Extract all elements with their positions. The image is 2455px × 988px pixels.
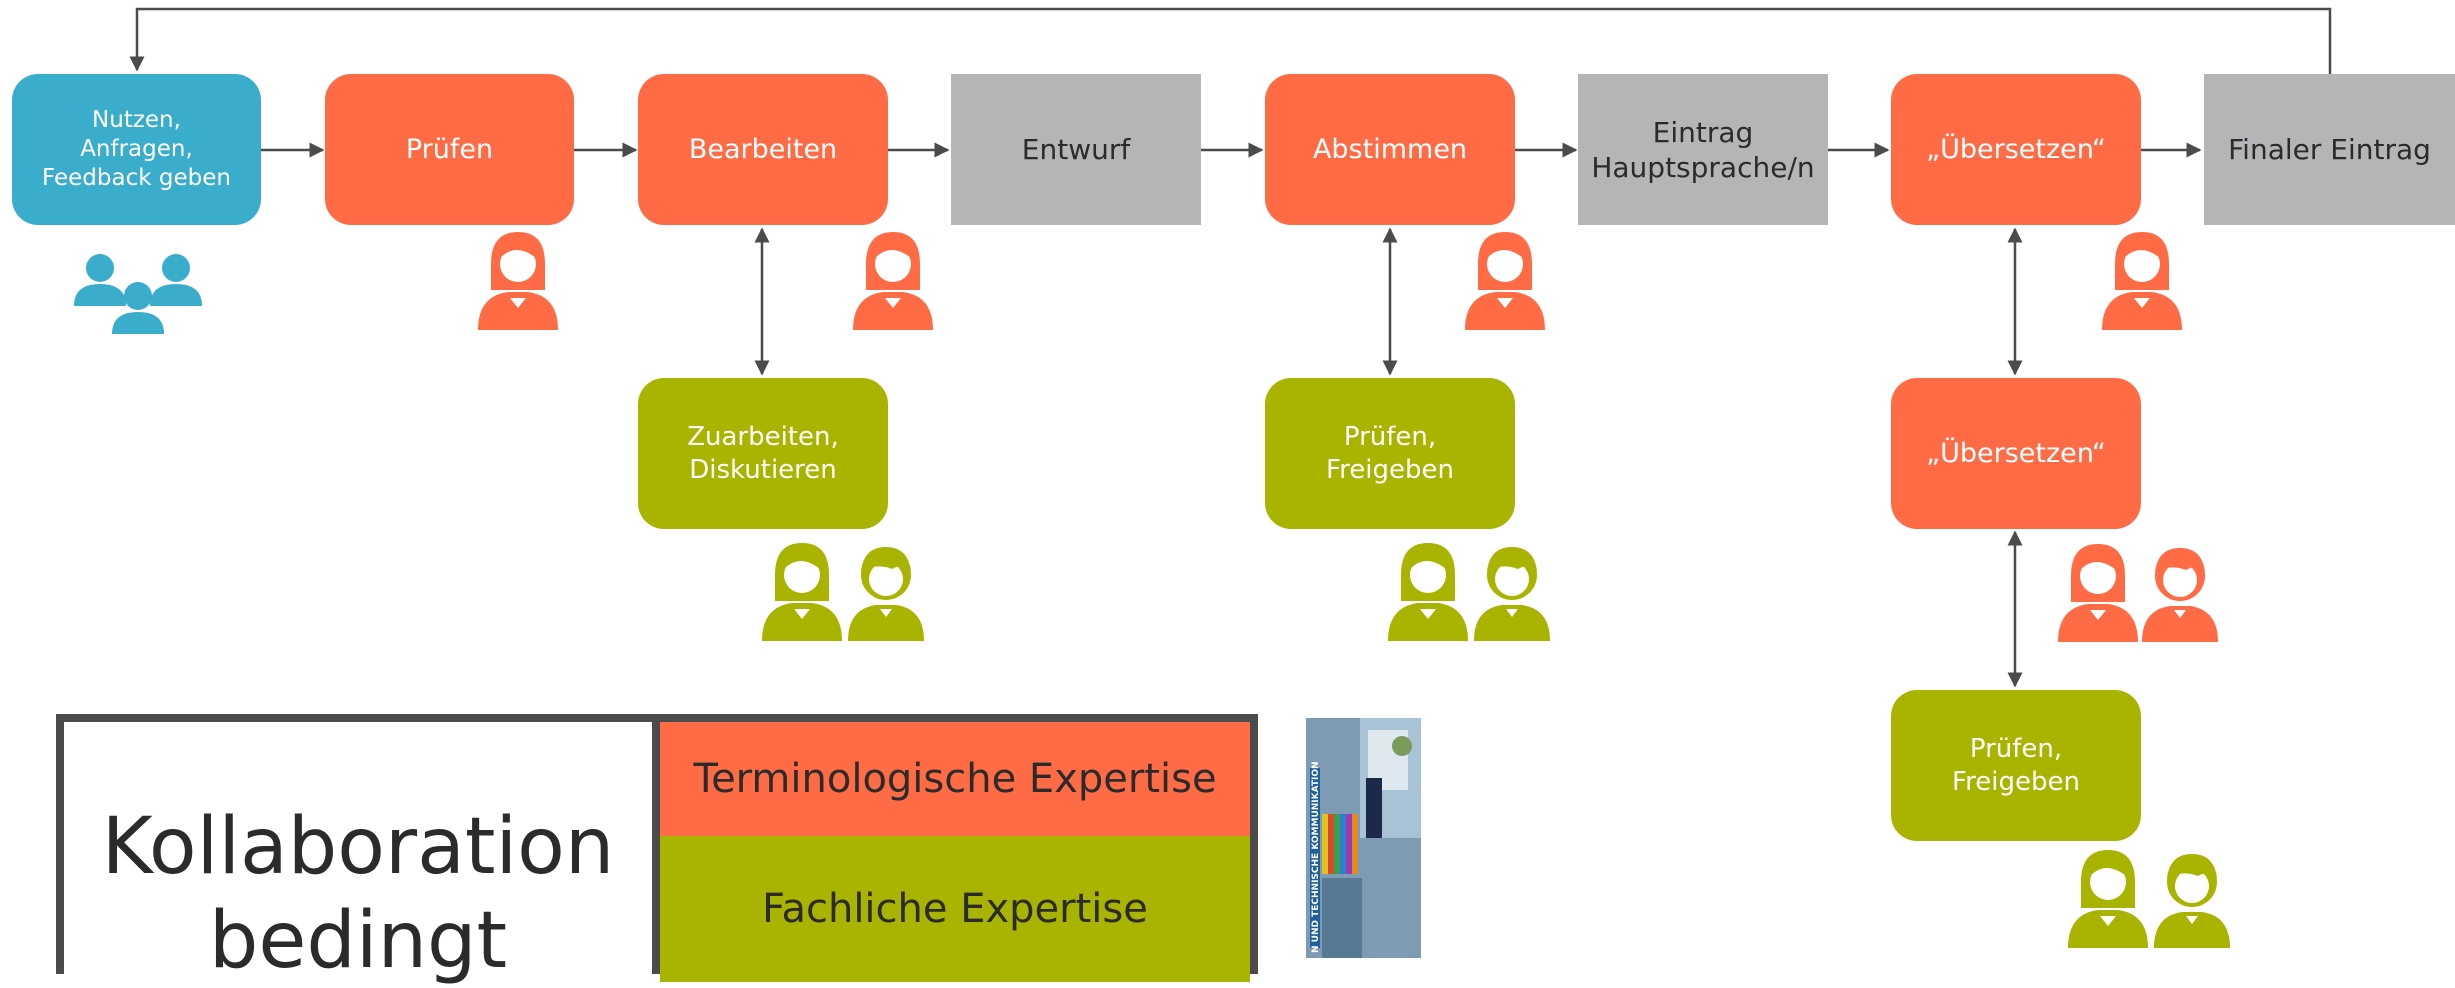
woman-icon-translate-sub bbox=[2058, 544, 2138, 642]
node-approve-1: Prüfen, Freigeben bbox=[1265, 378, 1515, 529]
node-approve-2: Prüfen, Freigeben bbox=[1891, 690, 2141, 841]
user-group-icon bbox=[74, 254, 202, 334]
book-cover-image: N UND TECHNISCHE KOMMUNIKATION bbox=[1306, 718, 1421, 958]
arrow-feedback-loop bbox=[129, 7, 2332, 74]
node-check: Prüfen bbox=[325, 74, 574, 225]
node-contribute: Zuarbeiten, Diskutieren bbox=[638, 378, 888, 529]
woman-icon-approve-2 bbox=[2068, 850, 2148, 948]
node-translate-sub: „Übersetzen“ bbox=[1891, 378, 2141, 529]
man-icon-contribute bbox=[848, 547, 924, 641]
book-spine-text: N UND TECHNISCHE KOMMUNIKATION bbox=[1311, 761, 1321, 953]
node-feedback: Nutzen, Anfragen, Feedback geben bbox=[12, 74, 261, 225]
legend-terminology-expertise: Terminologische Expertise bbox=[660, 722, 1250, 836]
legend-title: Kollaboration bedingt bbox=[101, 802, 615, 986]
workflow-diagram: Nutzen, Anfragen, Feedback geben Prüfen … bbox=[12, 7, 2455, 986]
node-main-language-entry: Eintrag Hauptsprache/n bbox=[1578, 74, 1828, 225]
man-icon-approve-1 bbox=[1474, 547, 1550, 641]
node-draft: Entwurf bbox=[951, 74, 1201, 225]
legend-title-cell: Kollaboration bedingt bbox=[64, 722, 660, 986]
book-cover-art: N UND TECHNISCHE KOMMUNIKATION bbox=[1306, 718, 1421, 958]
node-translate-main: „Übersetzen“ bbox=[1891, 74, 2141, 225]
woman-icon-contribute bbox=[762, 543, 842, 641]
node-final-entry: Finaler Eintrag bbox=[2204, 74, 2455, 225]
woman-icon-translate bbox=[2102, 232, 2182, 330]
connector-layer bbox=[129, 7, 2332, 688]
man-icon-translate-sub bbox=[2142, 548, 2218, 642]
node-edit: Bearbeiten bbox=[638, 74, 888, 225]
legend-subject-expertise: Fachliche Expertise bbox=[660, 836, 1250, 982]
woman-icon-edit bbox=[853, 232, 933, 330]
woman-icon-coordinate bbox=[1465, 232, 1545, 330]
man-icon-approve-2 bbox=[2154, 854, 2230, 948]
woman-icon-approve-1 bbox=[1388, 543, 1468, 641]
node-coordinate: Abstimmen bbox=[1265, 74, 1515, 225]
woman-icon-check bbox=[478, 232, 558, 330]
legend-box: Kollaboration bedingt Terminologische Ex… bbox=[56, 714, 1258, 986]
